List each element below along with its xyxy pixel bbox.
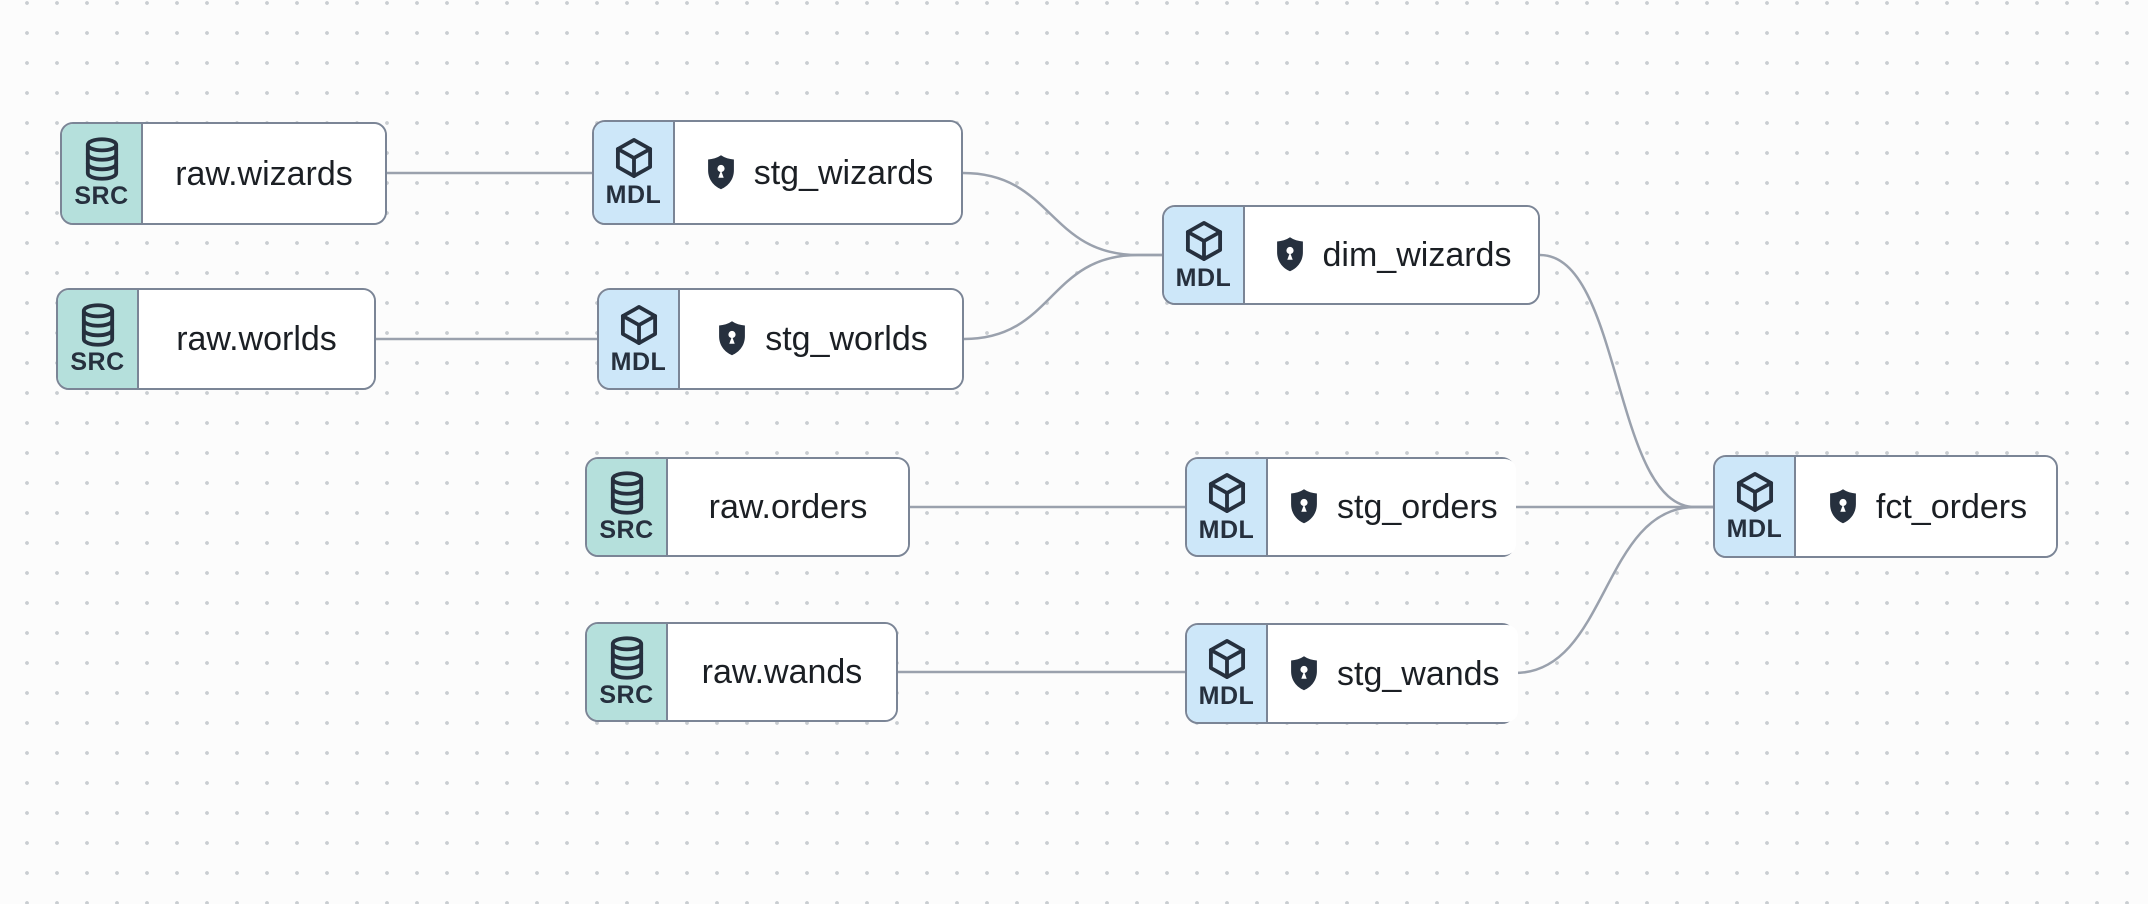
source-type-badge: SRC [587, 459, 668, 555]
node-label: raw.wands [701, 653, 863, 691]
cube-icon [1204, 470, 1250, 516]
node-type-label: SRC [599, 515, 654, 544]
node-type-label: SRC [599, 680, 654, 709]
node-label: dim_wizards [1322, 236, 1512, 274]
shield-lock-icon [1272, 235, 1308, 275]
node-body: raw.worlds [139, 290, 374, 388]
node-body: stg_orders [1268, 459, 1516, 555]
shield-lock-icon [703, 153, 739, 193]
cube-icon [1181, 218, 1227, 264]
node-raw-wizards[interactable]: SRC raw.wizards [60, 122, 387, 225]
node-type-label: MDL [1198, 515, 1255, 544]
node-type-label: MDL [610, 347, 667, 376]
database-icon [79, 136, 125, 182]
node-type-label: MDL [1198, 682, 1255, 710]
model-type-badge: MDL [1187, 459, 1268, 555]
node-body: fct_orders [1796, 457, 2056, 556]
cube-icon [611, 135, 657, 181]
edge-dim_wizards-fct_orders [1539, 253, 1713, 509]
shield-lock-icon [1825, 487, 1861, 527]
node-body: raw.orders [668, 459, 908, 555]
model-type-badge: MDL [1164, 207, 1245, 303]
node-body: raw.wands [668, 624, 896, 720]
node-body: dim_wizards [1245, 207, 1538, 303]
model-type-badge: MDL [594, 122, 675, 223]
shield-lock-icon [714, 319, 750, 359]
node-raw-worlds[interactable]: SRC raw.worlds [56, 288, 376, 390]
model-type-badge: MDL [1715, 457, 1796, 556]
node-stg-wizards[interactable]: MDL stg_wizards [592, 120, 963, 225]
edge-stg_wands-fct_orders [1514, 505, 1713, 675]
source-type-badge: SRC [58, 290, 139, 388]
node-raw-orders[interactable]: SRC raw.orders [585, 457, 910, 557]
node-label: raw.orders [708, 488, 868, 526]
node-body: stg_worlds [680, 290, 962, 388]
node-label: stg_orders [1337, 488, 1498, 526]
database-icon [604, 470, 650, 516]
node-type-label: MDL [605, 181, 662, 209]
node-body: raw.wizards [143, 124, 385, 223]
node-dim-wizards[interactable]: MDL dim_wizards [1162, 205, 1540, 305]
node-type-label: MDL [1726, 515, 1783, 543]
node-stg-wands[interactable]: MDL stg_wands [1185, 623, 1518, 724]
node-label: raw.wizards [175, 154, 353, 193]
cube-icon [616, 302, 662, 348]
edge-stg_wizards-dim_wizards [962, 171, 1162, 257]
node-type-label: SRC [74, 182, 129, 210]
node-body: stg_wizards [675, 122, 961, 223]
source-type-badge: SRC [62, 124, 143, 223]
cube-icon [1204, 636, 1250, 682]
node-raw-wands[interactable]: SRC raw.wands [585, 622, 898, 722]
shield-lock-icon [1286, 487, 1322, 527]
node-type-label: SRC [70, 347, 125, 376]
database-icon [604, 635, 650, 681]
model-type-badge: MDL [1187, 625, 1268, 722]
node-stg-orders[interactable]: MDL stg_orders [1185, 457, 1516, 557]
edge-stg_worlds-dim_wizards [963, 253, 1162, 341]
node-label: raw.worlds [176, 320, 337, 358]
node-label: stg_wands [1337, 654, 1500, 693]
node-fct-orders[interactable]: MDL fct_orders [1713, 455, 2058, 558]
node-label: fct_orders [1875, 487, 2028, 526]
model-type-badge: MDL [599, 290, 680, 388]
node-label: stg_wizards [753, 153, 934, 192]
database-icon [75, 302, 121, 348]
node-label: stg_worlds [765, 320, 928, 358]
shield-lock-icon [1286, 654, 1322, 694]
node-stg-worlds[interactable]: MDL stg_worlds [597, 288, 964, 390]
source-type-badge: SRC [587, 624, 668, 720]
node-body: stg_wands [1268, 625, 1518, 722]
node-type-label: MDL [1175, 263, 1232, 292]
cube-icon [1732, 469, 1778, 515]
